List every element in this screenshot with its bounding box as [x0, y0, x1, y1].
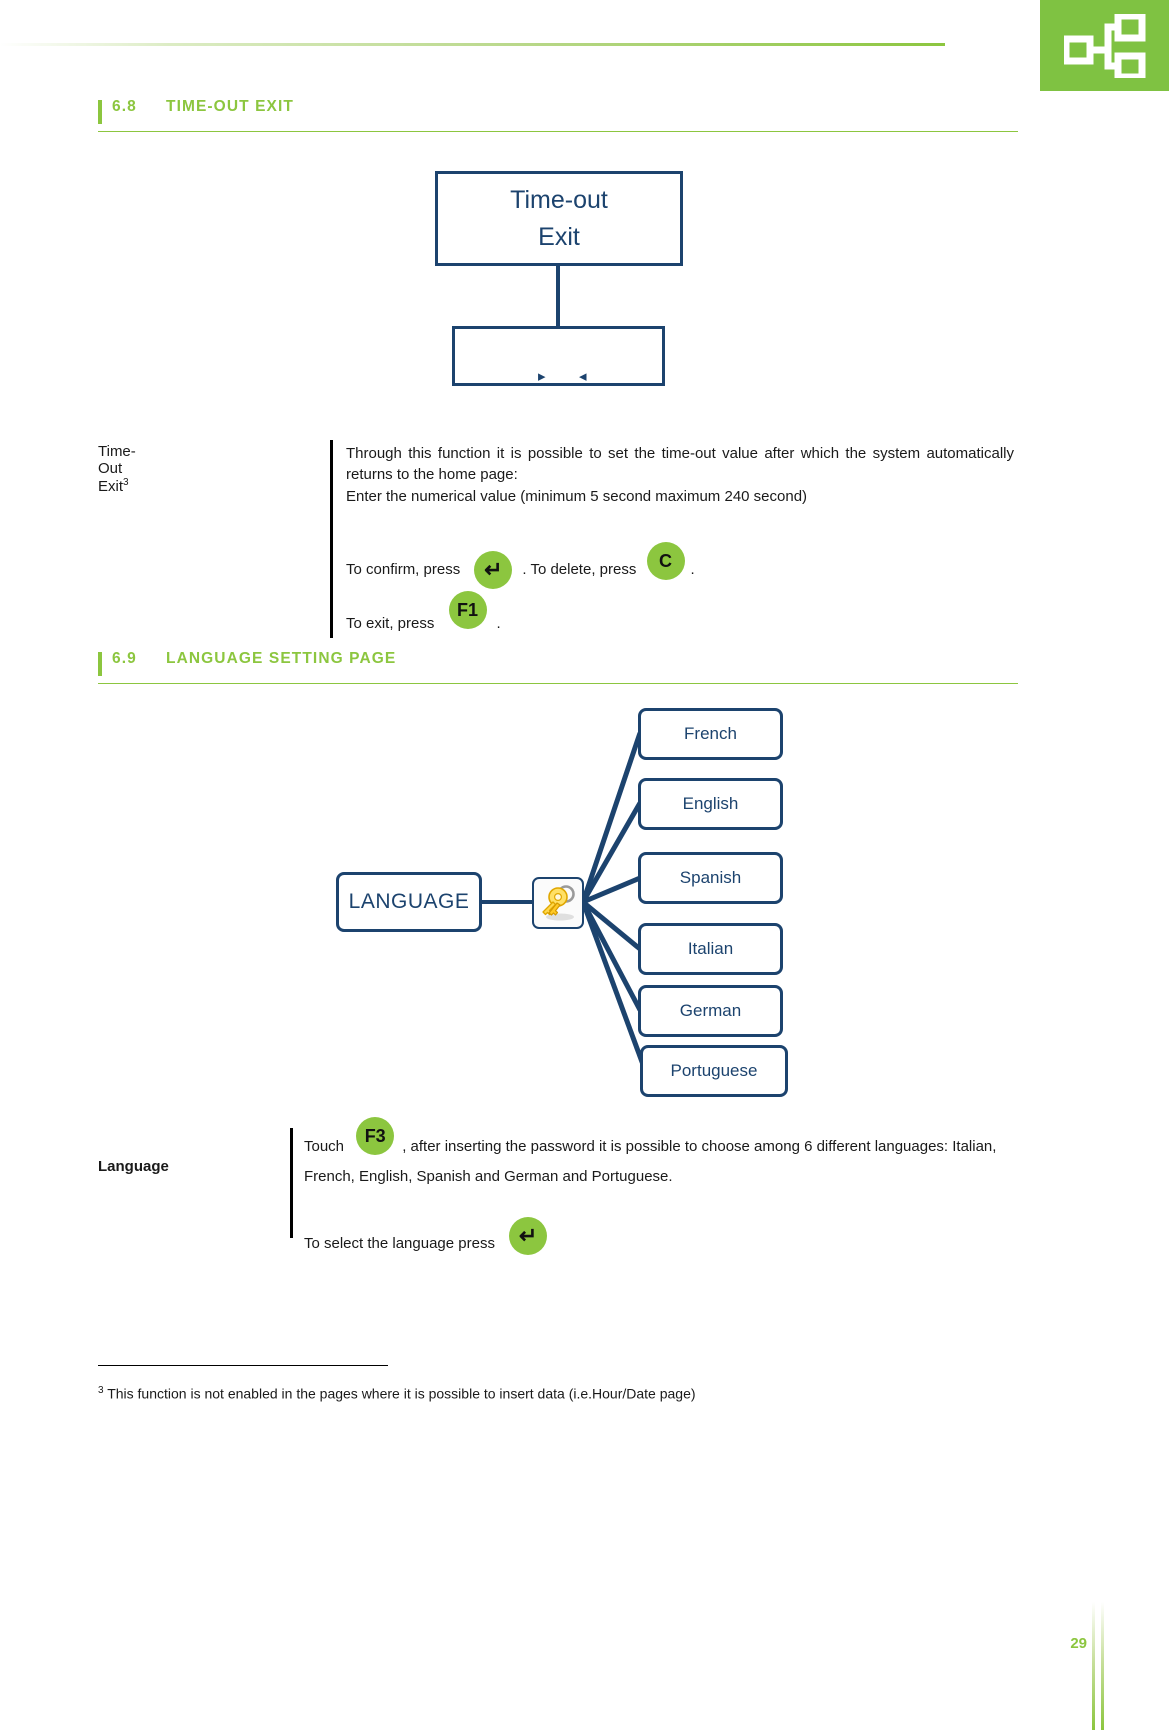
section-title: TIME-OUT EXIT — [166, 98, 294, 115]
timeout-paragraph-1: Through this function it is possible to … — [346, 445, 1014, 484]
timeout-paragraph-2: Enter the numerical value (minimum 5 sec… — [346, 487, 808, 505]
timeout-description-body: Through this function it is possible to … — [346, 443, 1014, 643]
language-option-english[interactable]: English — [638, 778, 783, 830]
language-option-german[interactable]: German — [638, 985, 783, 1037]
f3-key-icon: F3 — [356, 1117, 395, 1155]
language-mind-map: LANGUAGE French English Spanish Italian … — [0, 700, 1169, 1120]
timeout-confirm-line: To confirm, press ↵ . To delete, press C. — [346, 541, 1014, 589]
touch-suffix-text: , after inserting the password it is pos… — [304, 1137, 997, 1185]
language-option-portuguese[interactable]: Portuguese — [640, 1045, 788, 1097]
heading-accent-bar — [98, 100, 102, 124]
f1-key-icon: F1 — [448, 590, 487, 629]
language-option-french[interactable]: French — [638, 708, 783, 760]
timeout-flow-diagram: Time-out Exit ▸ ◂ — [0, 160, 1169, 410]
section-heading-6-8: 6.8 TIME-OUT EXIT — [98, 98, 1018, 132]
header-gradient-rule — [0, 43, 945, 46]
confirm-suffix-text: . — [690, 560, 695, 578]
connector-vertical — [556, 266, 560, 326]
timeout-root-node: Time-out Exit — [435, 171, 683, 266]
language-option-italian[interactable]: Italian — [638, 923, 783, 975]
timeout-child-node: ▸ ◂ — [452, 326, 665, 386]
section-number: 6.8 — [112, 98, 137, 115]
timeout-node-line1: Time-out — [510, 186, 608, 215]
section-title: LANGUAGE SETTING PAGE — [166, 650, 397, 667]
description-left-rule — [290, 1128, 293, 1238]
network-hierarchy-icon — [1064, 14, 1146, 78]
language-root-node: LANGUAGE — [336, 872, 482, 932]
confirm-prefix-text: To confirm, press — [346, 560, 461, 578]
enter-key-icon: ↵ — [474, 550, 513, 589]
language-touch-line: Touch F3, after inserting the password i… — [304, 1117, 1014, 1187]
heading-underline — [98, 682, 1018, 684]
select-prefix-text: To select the language press — [304, 1235, 495, 1253]
enter-key-icon: ↵ — [509, 1217, 548, 1256]
arrow-right-icon: ▸ — [538, 368, 546, 385]
footnote: 3 This function is not enabled in the pa… — [98, 1385, 696, 1402]
description-left-rule — [330, 440, 333, 638]
confirm-mid-text: . To delete, press — [522, 560, 637, 578]
section-heading-6-9: 6.9 LANGUAGE SETTING PAGE — [98, 650, 1018, 684]
heading-underline — [98, 130, 1018, 132]
page-number: 29 — [1070, 1635, 1087, 1652]
keys-glyph — [542, 885, 575, 921]
brand-logo — [1040, 0, 1169, 91]
arrow-left-icon: ◂ — [579, 368, 587, 385]
keys-icon — [532, 877, 584, 929]
footnote-marker: 3 — [123, 477, 129, 488]
heading-accent-bar — [98, 652, 102, 676]
touch-prefix-text: Touch — [304, 1137, 345, 1155]
c-key-icon: C — [646, 541, 685, 580]
footer-accent-bars — [1092, 1602, 1122, 1730]
exit-suffix-text: . — [496, 614, 501, 632]
timeout-description-label: Time-Out Exit3 — [98, 443, 136, 495]
footnote-marker: 3 — [98, 1385, 104, 1396]
timeout-node-line2: Exit — [538, 222, 580, 251]
language-option-spanish[interactable]: Spanish — [638, 852, 783, 904]
timeout-exit-line: To exit, press F1. — [346, 590, 1014, 643]
language-description-label: Language — [98, 1158, 169, 1175]
page-header — [0, 0, 1169, 95]
exit-prefix-text: To exit, press — [346, 614, 435, 632]
mind-map-connectors — [480, 732, 648, 1071]
section-number: 6.9 — [112, 650, 137, 667]
footnote-body: This function is not enabled in the page… — [103, 1385, 696, 1402]
language-description-body: Touch F3, after inserting the password i… — [304, 1117, 1014, 1263]
footnote-separator — [98, 1365, 388, 1367]
language-select-line: To select the language press ↵ — [304, 1217, 1014, 1263]
